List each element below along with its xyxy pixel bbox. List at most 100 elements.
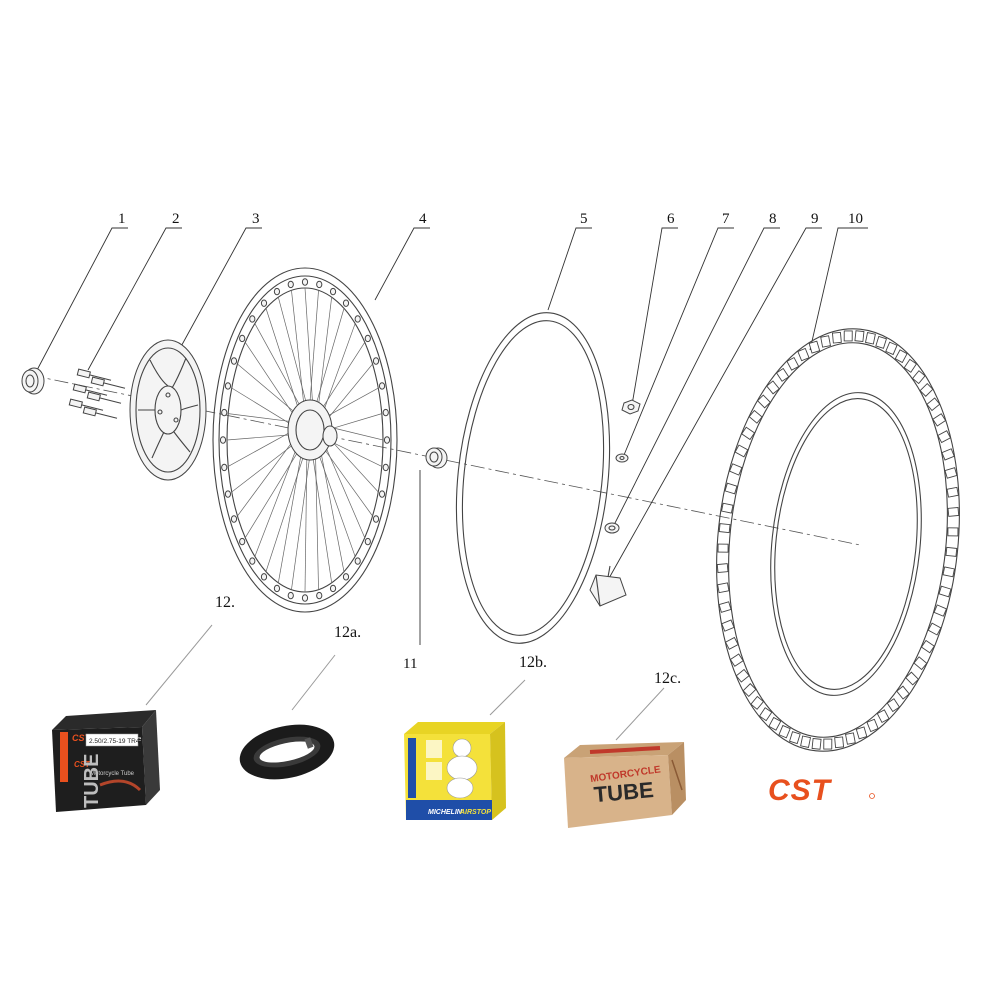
spoke-nipple: [224, 490, 232, 498]
spoke-nipple: [382, 408, 389, 417]
tire-knob: [721, 619, 735, 632]
spoke: [322, 439, 366, 538]
cst-box-word: TUBE: [81, 754, 103, 808]
spoke: [265, 308, 301, 416]
michelin-brand: MICHELIN: [428, 809, 463, 816]
tire-knob: [875, 335, 888, 349]
tire-knob: [913, 656, 928, 671]
leader-9: [607, 227, 822, 581]
tire-knob: [947, 527, 959, 537]
callout-12b: 12b.: [519, 654, 547, 671]
tire-knob: [797, 347, 810, 362]
tire-knob: [905, 671, 920, 686]
leader-5: [547, 227, 592, 311]
leader-4: [374, 227, 430, 301]
axle-centerline: [29, 374, 861, 546]
tire-knob: [933, 604, 948, 617]
tire-knob: [903, 358, 918, 373]
callout-9: 9: [811, 211, 819, 227]
tire-knob: [946, 486, 959, 498]
spoke-nipple: [354, 315, 361, 323]
spoke: [309, 290, 319, 411]
registered-mark-icon: [869, 793, 875, 799]
leader-8: [613, 227, 780, 526]
spoke: [265, 448, 307, 572]
tire-knob: [775, 367, 790, 382]
callout-12c: 12c.: [654, 670, 681, 687]
callout-2: 2: [172, 211, 180, 227]
cst-box-brand-2: CST: [74, 760, 91, 769]
cst-logo: CST: [768, 774, 833, 807]
spoke: [254, 442, 300, 557]
spoke: [244, 342, 298, 421]
spoke-nipple: [273, 584, 281, 593]
tire-knob: [820, 335, 831, 348]
spoke-nipple: [260, 573, 268, 581]
spoke-nipple: [316, 280, 323, 289]
spoke-nipple: [316, 591, 323, 600]
tire-knob: [945, 546, 958, 557]
spoke-nipple: [372, 515, 380, 523]
spoke: [228, 428, 297, 467]
tire-knob: [717, 582, 730, 594]
spoke-nipple: [372, 357, 380, 365]
spoke: [304, 449, 308, 593]
part-7-washer: [615, 453, 629, 463]
spoke-nipple: [239, 537, 246, 546]
tire-knob: [735, 668, 750, 683]
callout-11: 11: [403, 656, 417, 672]
tire-knob: [724, 482, 738, 495]
tire-knob: [834, 736, 845, 749]
leader-10: [809, 227, 868, 351]
spoke-nipple: [249, 315, 256, 323]
spoke: [323, 363, 373, 425]
callout-7: 7: [722, 211, 730, 227]
tire-knob: [758, 707, 773, 722]
tire-knob: [741, 426, 756, 441]
michelin-product: AIRSTOP: [459, 809, 491, 816]
part-1-spacer: [21, 367, 45, 395]
tire-knob: [845, 732, 856, 745]
generic-box-word: TUBE: [593, 777, 655, 807]
spoke-nipple: [219, 436, 227, 444]
part-4-spoked-wheel: [212, 267, 398, 613]
part-6-nut: [621, 399, 641, 415]
spoke-nipple: [382, 463, 389, 472]
part-9-rim-lock: [589, 565, 627, 607]
spoke-nipple: [273, 287, 281, 296]
callout-1: 1: [118, 211, 126, 227]
spoke: [315, 448, 319, 590]
callout-6: 6: [667, 211, 675, 227]
tire-knob: [920, 639, 935, 654]
tire-knob: [718, 601, 732, 613]
part-11-spacer: [425, 447, 448, 469]
spoke-nipple: [364, 537, 371, 546]
tire-knob: [823, 738, 833, 750]
spoke-nipple: [378, 490, 386, 498]
spoke: [317, 297, 333, 414]
part-10-tire: [716, 328, 960, 752]
spoke-nipple: [260, 299, 268, 307]
leader-6: [631, 227, 678, 406]
spoke-nipple: [329, 287, 337, 296]
tire-knob: [864, 332, 876, 345]
motorcycle-tube-box: MOTORCYCLE TUBE: [564, 742, 686, 828]
tire-knob: [866, 718, 879, 733]
spoke: [320, 323, 356, 418]
tire-knob: [728, 463, 743, 476]
tire-knob: [768, 716, 782, 731]
spoke: [313, 308, 345, 412]
spoke-nipple: [342, 573, 350, 581]
spoke-nipple: [224, 382, 232, 390]
leader-3: [177, 227, 262, 353]
spoke-nipple: [221, 408, 228, 417]
tire-knob: [734, 444, 749, 458]
spoke: [254, 323, 304, 413]
tire-knob: [729, 653, 744, 667]
spoke: [291, 449, 311, 590]
cst-tube-box: CST Motorcycle Tube 2.50/2.75-19 TR4 CST…: [52, 710, 160, 812]
tire-knob: [750, 695, 765, 710]
tire-knob: [800, 735, 812, 748]
tire-knob: [788, 731, 801, 745]
tire-knob: [831, 331, 842, 344]
